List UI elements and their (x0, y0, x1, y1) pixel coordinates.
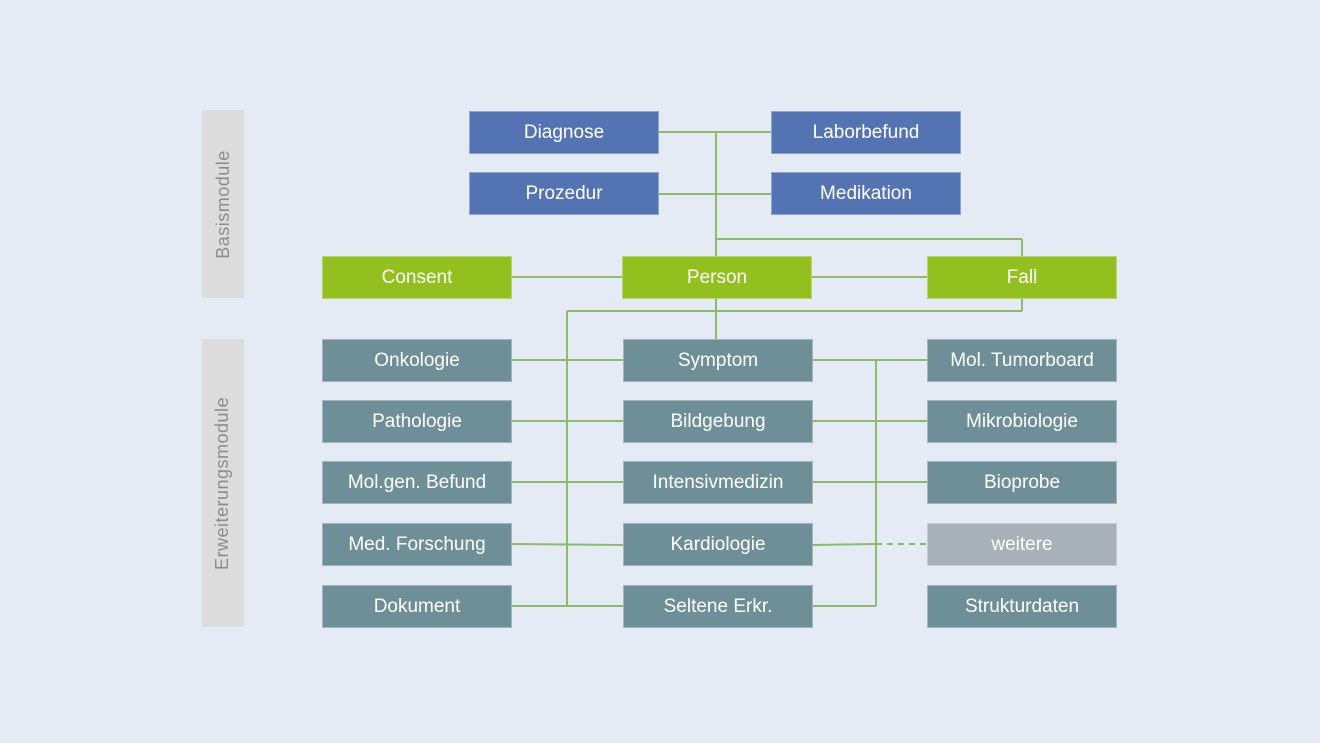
module-mol-gen-befund: Mol.gen. Befund (322, 461, 512, 504)
module-mol-tumorboard: Mol. Tumorboard (927, 339, 1117, 382)
erweiterungsmodule-label: Erweiterungsmodule (212, 396, 233, 570)
module-kardiologie: Kardiologie (623, 523, 813, 566)
module-bioprobe: Bioprobe (927, 461, 1117, 504)
module-intensivmedizin: Intensivmedizin (623, 461, 813, 504)
module-med-forschung: Med. Forschung (322, 523, 512, 566)
module-strukturdaten: Strukturdaten (927, 585, 1117, 628)
erweiterungsmodule-sidebar: Erweiterungsmodule (202, 339, 244, 627)
module-laborbefund: Laborbefund (771, 111, 961, 154)
module-prozedur: Prozedur (469, 172, 659, 215)
module-person: Person (622, 256, 812, 299)
module-diagnose: Diagnose (469, 111, 659, 154)
module-bildgebung: Bildgebung (623, 400, 813, 443)
basismodule-label: Basismodule (212, 149, 233, 259)
module-fall: Fall (927, 256, 1117, 299)
module-consent: Consent (322, 256, 512, 299)
module-symptom: Symptom (623, 339, 813, 382)
module-medikation: Medikation (771, 172, 961, 215)
basismodule-sidebar: Basismodule (202, 110, 244, 298)
module-pathologie: Pathologie (322, 400, 512, 443)
module-mikrobiologie: Mikrobiologie (927, 400, 1117, 443)
module-weitere: weitere (927, 523, 1117, 566)
module-dokument: Dokument (322, 585, 512, 628)
module-onkologie: Onkologie (322, 339, 512, 382)
module-seltene-erkr: Seltene Erkr. (623, 585, 813, 628)
